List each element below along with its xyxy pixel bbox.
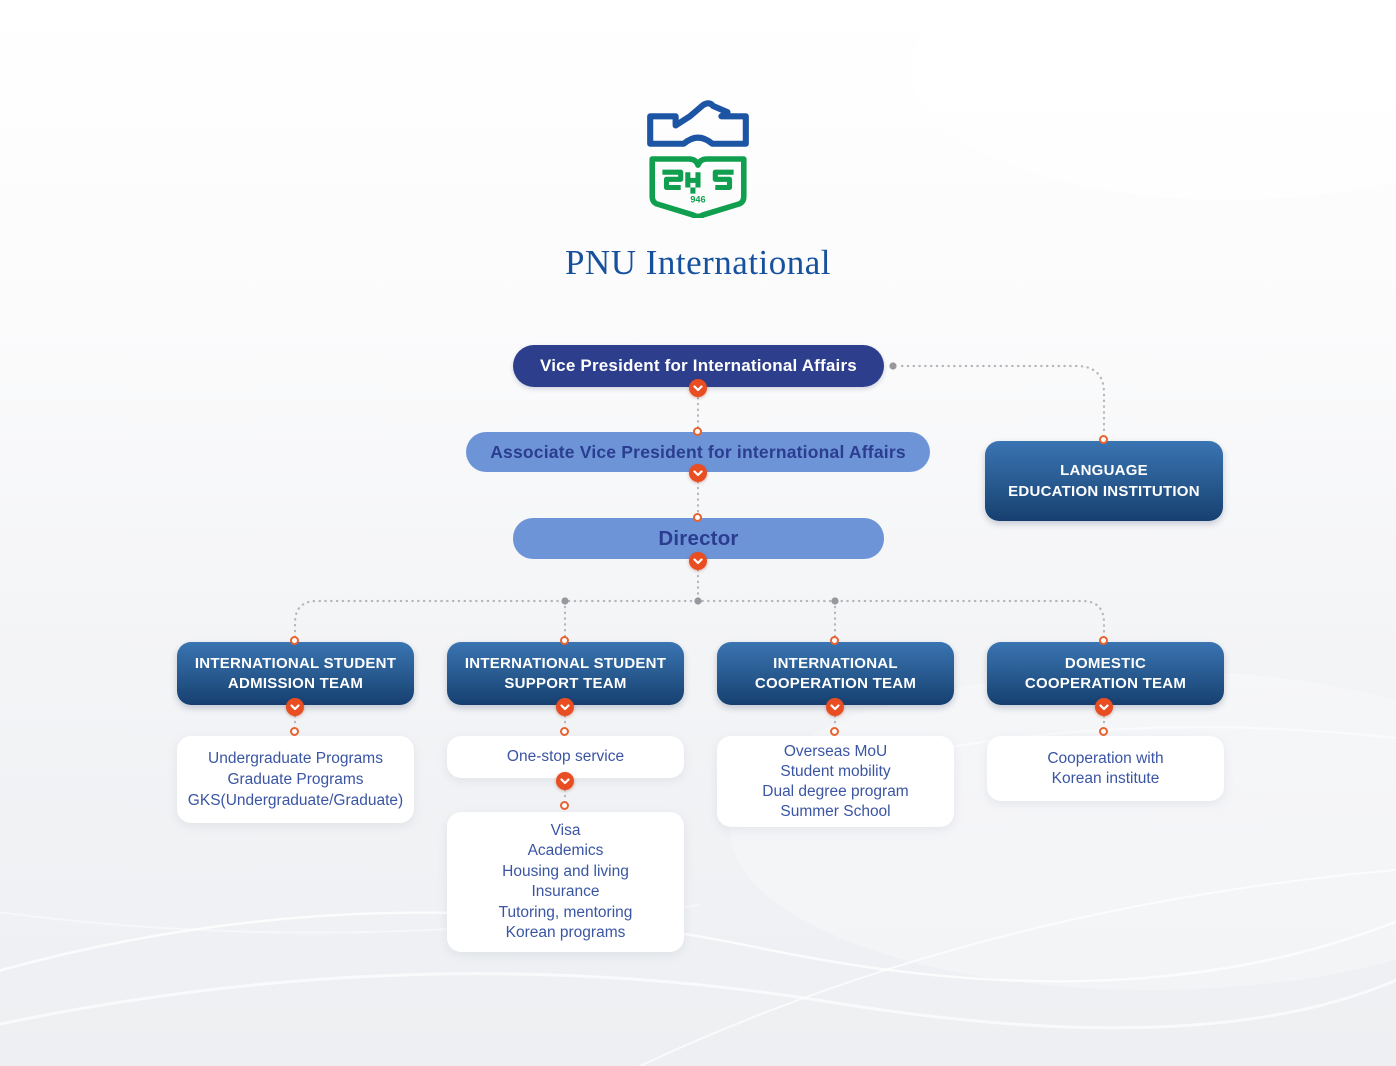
card-line: Student mobility xyxy=(780,762,891,780)
chevron-down-icon xyxy=(689,464,707,482)
chevron-down-icon xyxy=(689,552,707,570)
chevron-down-icon xyxy=(826,698,844,716)
team-admission-line1: INTERNATIONAL STUDENT xyxy=(194,654,397,672)
team-support-line1: INTERNATIONAL STUDENT xyxy=(464,654,667,672)
chevron-down-icon xyxy=(1095,698,1113,716)
team-domestic-coop-line2: COOPERATION TEAM xyxy=(1024,674,1187,692)
card-line: Korean institute xyxy=(1051,769,1160,787)
chevron-down-icon xyxy=(689,379,707,397)
team-domestic-coop-line1: DOMESTIC xyxy=(1064,654,1147,672)
chevron-down-icon xyxy=(556,772,574,790)
card-line: GKS(Undergraduate/Graduate) xyxy=(187,792,404,809)
card-line: Overseas MoU xyxy=(783,742,888,760)
logo-hangul-glyphs xyxy=(662,169,734,194)
pnu-logo: 946 xyxy=(647,100,749,218)
connector-junction-dots xyxy=(561,362,897,605)
card-line: Summer School xyxy=(780,802,891,820)
associate-vice-president-label: Associate Vice President for internation… xyxy=(490,441,906,462)
chevron-down-icon xyxy=(556,698,574,716)
connector-ring-dot xyxy=(290,636,299,645)
logo-eagle-crest xyxy=(647,100,749,147)
team-admission-line2: ADMISSION TEAM xyxy=(227,674,364,692)
card-line: Visa xyxy=(550,821,581,839)
card-support-details: Visa Academics Housing and living Insura… xyxy=(447,812,684,952)
connector-ring-dot xyxy=(830,636,839,645)
team-box-international-cooperation: INTERNATIONAL COOPERATION TEAM xyxy=(717,642,954,705)
card-line: Undergraduate Programs xyxy=(208,750,383,767)
logo-open-book xyxy=(649,156,747,218)
team-box-domestic-cooperation: DOMESTIC COOPERATION TEAM xyxy=(987,642,1224,705)
card-line: Housing and living xyxy=(502,862,629,880)
card-domestic-cooperation: Cooperation with Korean institute xyxy=(987,736,1224,801)
connector-ring-dot xyxy=(1099,636,1108,645)
team-box-support: INTERNATIONAL STUDENT SUPPORT TEAM xyxy=(447,642,684,705)
connector-ring-dot xyxy=(1099,727,1108,736)
vice-president-label: Vice President for International Affairs xyxy=(540,356,857,375)
card-line: Cooperation with xyxy=(1047,749,1164,767)
language-label-line2: EDUCATION INSTITUTION xyxy=(1008,483,1200,500)
connector-ring-dot xyxy=(693,427,702,436)
card-international-cooperation-programs: Overseas MoU Student mobility Dual degre… xyxy=(717,736,954,827)
card-line: One-stop service xyxy=(506,748,625,765)
card-line: Academics xyxy=(527,842,604,859)
connector-ring-dot xyxy=(560,636,569,645)
card-line: Insurance xyxy=(531,883,600,900)
card-one-stop-service: One-stop service xyxy=(447,736,684,778)
card-line: Tutoring, mentoring xyxy=(498,903,633,921)
connector-ring-dot xyxy=(1099,435,1108,444)
card-line: Graduate Programs xyxy=(227,771,364,788)
team-box-admission: INTERNATIONAL STUDENT ADMISSION TEAM xyxy=(177,642,414,705)
director-label: Director xyxy=(658,526,739,550)
connector-ring-dot xyxy=(560,727,569,736)
card-line: Dual degree program xyxy=(762,782,909,800)
language-label-line1: LANGUAGE xyxy=(1060,462,1148,479)
team-intl-coop-line1: INTERNATIONAL xyxy=(773,654,898,672)
card-admission-programs: Undergraduate Programs Graduate Programs… xyxy=(177,736,414,823)
team-support-line2: SUPPORT TEAM xyxy=(504,674,627,692)
card-line: Korean programs xyxy=(505,924,626,941)
team-intl-coop-line2: COOPERATION TEAM xyxy=(754,674,917,692)
connector-ring-dot xyxy=(693,513,702,522)
page-title: PNU International xyxy=(564,243,832,282)
connector-ring-dot xyxy=(290,727,299,736)
logo-year-text: 946 xyxy=(690,195,705,205)
connector-ring-dot xyxy=(830,727,839,736)
chevron-down-icon xyxy=(286,698,304,716)
connector-ring-dot xyxy=(560,801,569,810)
language-education-institution-box: LANGUAGE EDUCATION INSTITUTION xyxy=(985,441,1223,521)
